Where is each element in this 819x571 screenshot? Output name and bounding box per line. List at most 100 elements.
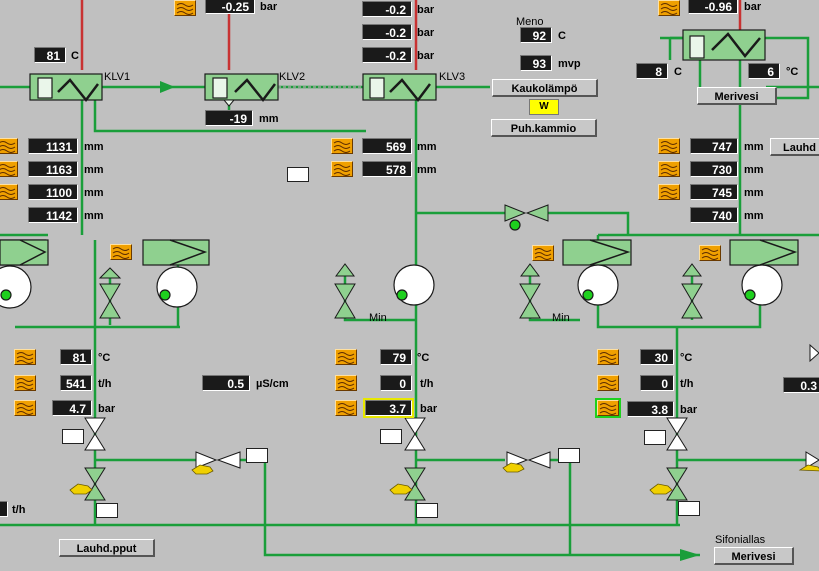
trend-icon[interactable] [335, 349, 357, 365]
trend-icon[interactable] [532, 245, 554, 261]
status-box[interactable] [287, 167, 309, 182]
group1-pressure-unit: bar [98, 403, 116, 415]
edge-value: 0.3 [783, 377, 819, 393]
trend-icon[interactable] [597, 349, 619, 365]
lauhd-button[interactable]: Lauhd [770, 138, 819, 156]
group2-temp-value: 79 [380, 349, 412, 365]
trend-icon[interactable] [14, 375, 36, 391]
group3-pressure-value: 3.8 [627, 401, 674, 417]
valve-status-box[interactable] [62, 429, 84, 444]
meno-temp-value: 92 [520, 27, 552, 43]
klv3-pressure-unit-2: bar [417, 27, 435, 39]
kaukolampo-button[interactable]: Kaukolämpö [492, 79, 598, 97]
trend-icon[interactable] [331, 161, 353, 177]
left-level-unit-3: mm [84, 187, 104, 199]
trend-icon[interactable] [658, 138, 680, 154]
group2-pressure-unit: bar [420, 403, 438, 415]
top-right-pressure-unit: bar [744, 1, 762, 13]
merivesi-top-button[interactable]: Merivesi [697, 87, 777, 105]
group1-flow-value: 541 [60, 375, 92, 391]
klv1-temp-unit: C [71, 50, 79, 62]
right-level-unit-2: mm [744, 164, 764, 176]
heater-label-klv3: KLV3 [439, 71, 466, 83]
cooler-out-temp-value: 6 [748, 63, 780, 79]
valve-status-box[interactable] [678, 501, 700, 516]
trend-icon[interactable] [0, 184, 18, 200]
top-left-pressure-value: -0.25 [205, 0, 255, 14]
group3-flow-value: 0 [640, 375, 674, 391]
trend-icon[interactable] [14, 400, 36, 416]
klv3-pressure-value-1: -0.2 [362, 1, 412, 17]
trend-icon[interactable] [174, 0, 196, 16]
meno-pressure-unit: mvp [558, 58, 581, 70]
right-level-value-2: 730 [690, 161, 738, 177]
trend-icon[interactable] [699, 245, 721, 261]
group3-flow-unit: t/h [680, 378, 694, 390]
heater-label-klv1: KLV1 [104, 71, 131, 83]
trend-icon[interactable] [335, 375, 357, 391]
meno-temp-unit: C [558, 30, 566, 42]
group1-temp-unit: °C [98, 352, 111, 364]
puh-kammio-button[interactable]: Puh.kammio [491, 119, 597, 137]
group1-pressure-value: 4.7 [52, 400, 92, 416]
left-level-value-3: 1100 [28, 184, 78, 200]
trend-icon[interactable] [597, 375, 619, 391]
meno-label: Meno [516, 16, 544, 28]
min-label-right: Min [552, 312, 570, 324]
group2-flow-value: 0 [380, 375, 412, 391]
conductivity-value: 0.5 [202, 375, 250, 391]
klv3-pressure-value-2: -0.2 [362, 24, 412, 40]
left-level-value-2: 1163 [28, 161, 78, 177]
cooler-out-temp-unit: °C [786, 66, 799, 78]
min-label-mid: Min [369, 312, 387, 324]
left-level-unit-4: mm [84, 210, 104, 222]
cooler-in-temp-value: 8 [636, 63, 668, 79]
w-indicator: W [529, 99, 559, 115]
lauhd-pput-button[interactable]: Lauhd.pput [59, 539, 155, 557]
trend-icon[interactable] [14, 349, 36, 365]
trend-icon[interactable] [0, 161, 18, 177]
sifoniallas-label: Sifoniallas [715, 534, 766, 546]
left-level-value-1: 1131 [28, 138, 78, 154]
trend-icon[interactable] [110, 244, 132, 260]
mid-level-value-2: 578 [362, 161, 412, 177]
bottom-left-value [0, 501, 8, 517]
valve-status-box[interactable] [416, 503, 438, 518]
valve-status-box[interactable] [558, 448, 580, 463]
left-level-unit-2: mm [84, 164, 104, 176]
trend-icon[interactable] [335, 400, 357, 416]
trend-icon[interactable] [658, 161, 680, 177]
group1-flow-unit: t/h [98, 378, 112, 390]
merivesi-bottom-button[interactable]: Merivesi [714, 547, 794, 565]
group1-temp-value: 81 [60, 349, 92, 365]
valve-status-box[interactable] [96, 503, 118, 518]
group3-temp-value: 30 [640, 349, 674, 365]
klv2-level-unit: mm [259, 113, 279, 125]
conductivity-unit: µS/cm [256, 378, 289, 390]
mid-level-unit-1: mm [417, 141, 437, 153]
valve-status-box[interactable] [644, 430, 666, 445]
valve-status-box[interactable] [380, 429, 402, 444]
top-left-pressure-unit: bar [260, 1, 278, 13]
trend-icon[interactable] [595, 398, 621, 418]
left-level-unit-1: mm [84, 141, 104, 153]
klv1-temp-value: 81 [34, 47, 66, 63]
group2-pressure-value: 3.7 [363, 398, 414, 418]
trend-icon[interactable] [658, 0, 680, 16]
valve-status-box[interactable] [246, 448, 268, 463]
right-level-unit-1: mm [744, 141, 764, 153]
group2-flow-unit: t/h [420, 378, 434, 390]
mid-level-unit-2: mm [417, 164, 437, 176]
trend-icon[interactable] [0, 138, 18, 154]
right-level-unit-3: mm [744, 187, 764, 199]
bottom-left-unit: t/h [12, 504, 26, 516]
meno-pressure-value: 93 [520, 55, 552, 71]
right-level-value-4: 740 [690, 207, 738, 223]
group3-pressure-unit: bar [680, 404, 698, 416]
trend-icon[interactable] [331, 138, 353, 154]
group3-temp-unit: °C [680, 352, 693, 364]
klv2-level-value: -19 [205, 110, 253, 126]
trend-icon[interactable] [658, 184, 680, 200]
cooler-in-temp-unit: C [674, 66, 682, 78]
